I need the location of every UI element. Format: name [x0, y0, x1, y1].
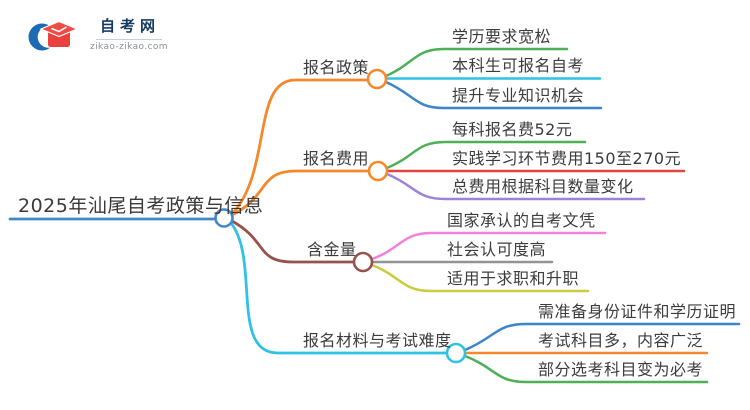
leaf-label: 适用于求职和升职 [447, 269, 580, 288]
leaf-connector [463, 354, 709, 384]
site-logo[interactable]: 自考网 zikao-zikao.com [28, 14, 168, 56]
branch-circle [366, 68, 388, 90]
branch-label: 报名费用 [303, 149, 370, 168]
leaf-label: 国家承认的自考文凭 [447, 211, 596, 230]
leaf-label: 社会认可度高 [447, 240, 547, 259]
branch-label: 含金量 [307, 240, 357, 259]
mindmap-root-label: 2025年汕尾自考政策与信息 [18, 195, 264, 217]
branch-connector [230, 78, 369, 216]
leaf-connector [463, 322, 741, 352]
branch-connector [230, 169, 370, 217]
logo-divider [95, 39, 162, 40]
leaf-label: 本科生可报名自考 [452, 56, 585, 75]
leaf-label: 学历要求宽松 [452, 27, 552, 46]
leaf-label: 实践学习环节费用150至270元 [452, 149, 682, 168]
branch-connector [230, 219, 355, 264]
branch-connector [229, 221, 448, 355]
branch-circle [367, 160, 389, 182]
logo-domain: zikao-zikao.com [90, 42, 168, 52]
branch-circle [352, 251, 374, 273]
root-circle [214, 208, 234, 228]
leaf-label: 考试科目多，内容广泛 [538, 331, 704, 350]
leaf-label: 总费用根据科目数量变化 [452, 177, 634, 196]
leaf-label: 每科报名费52元 [452, 120, 573, 139]
leaf-connector [384, 80, 603, 110]
leaf-connector [385, 172, 646, 201]
leaf-connector [384, 47, 569, 78]
leaf-connector [370, 231, 607, 261]
leaf-connector [385, 140, 587, 170]
leaf-label: 提升专业知识机会 [452, 86, 585, 105]
branch-circle [445, 342, 467, 364]
leaf-connector [370, 263, 590, 293]
branch-label: 报名政策 [303, 58, 370, 77]
leaf-label: 部分选考科目变为必考 [538, 360, 704, 379]
leaf-label: 需准备身份证件和学历证明 [538, 302, 737, 321]
branch-label: 报名材料与考试难度 [303, 331, 452, 350]
graduation-cap-icon [28, 20, 79, 51]
logo-title: 自考网 [99, 17, 160, 35]
